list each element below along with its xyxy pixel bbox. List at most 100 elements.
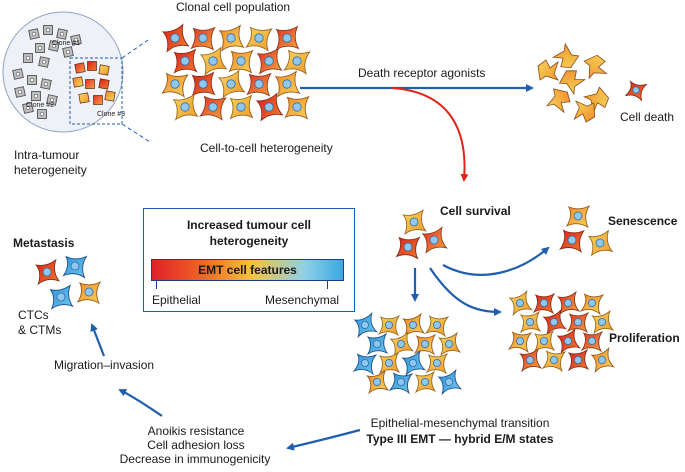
clonal-cell — [190, 26, 216, 51]
label-intra-tumour-1: Intra-tumour — [14, 148, 80, 162]
clone-nucleus — [45, 27, 51, 33]
clonal-cell — [256, 47, 283, 75]
clone-nucleus — [59, 31, 65, 37]
emt-cell — [402, 312, 426, 338]
intra-tumour-circle — [2, 11, 124, 133]
clone3-cell — [87, 61, 97, 71]
clonal-cell — [199, 95, 227, 121]
label-immunogenicity: Decrease in immunogenicity — [119, 452, 271, 466]
label-clonal-population: Clonal cell population — [176, 0, 291, 14]
survival-cell — [395, 236, 421, 260]
emt-cell — [366, 369, 390, 395]
proliferation-cell — [579, 293, 605, 316]
survival-arrow — [391, 87, 469, 182]
clone-nucleus — [73, 37, 79, 43]
proliferation-cell — [556, 327, 582, 355]
clone-nucleus — [43, 81, 49, 87]
clonal-cell — [228, 49, 254, 74]
clonal-cell — [191, 71, 216, 97]
legend-title-line2: heterogeneity — [209, 234, 289, 248]
emt-cell — [377, 314, 401, 337]
label-intra-tumour-2: heterogeneity — [14, 163, 87, 177]
clonal-cell — [161, 72, 189, 98]
clonal-cell — [172, 93, 199, 121]
label-cell-death: Cell death — [620, 110, 675, 124]
dead-cell — [582, 86, 610, 114]
clone-nucleus — [37, 45, 43, 51]
legend-bar-label: EMT cell features — [198, 263, 297, 277]
tick-mesenchymal — [327, 281, 328, 289]
colored-cells-group — [35, 23, 647, 396]
label-metastasis: Metastasis — [13, 236, 75, 250]
emt-cell — [388, 372, 414, 395]
emt-cell — [352, 353, 378, 376]
label-clone1: Clone #1 — [52, 40, 81, 47]
label-clone2: Clone #2 — [26, 102, 55, 109]
proliferation-cell — [567, 348, 590, 372]
proliferation-cell — [541, 350, 567, 373]
label-anoikis: Anoikis resistance — [147, 424, 245, 438]
clonal-cell — [283, 49, 311, 75]
proliferation-cell — [557, 290, 581, 316]
clone-nucleus — [17, 89, 23, 95]
clone-nucleus — [51, 43, 57, 49]
survival-cell — [421, 226, 448, 254]
dead-cell — [537, 59, 559, 81]
label-death-receptor: Death receptor agonists — [358, 66, 486, 80]
legend-title-line1: Increased tumour cell — [186, 218, 312, 232]
senescence-cell — [565, 205, 591, 229]
zoom-box — [69, 57, 123, 125]
clone-nucleus — [41, 59, 47, 65]
metastasis-cell — [76, 281, 102, 305]
legend-mesenchymal: Mesenchymal — [265, 293, 340, 307]
label-ctms: & CTMs — [18, 323, 62, 337]
label-emt-line1: Epithelial-mesenchymal transition — [370, 416, 550, 430]
proliferation-cell — [566, 311, 590, 334]
dead-cell — [558, 70, 587, 96]
proliferation-cell — [519, 310, 542, 334]
emt-cell — [366, 332, 389, 356]
zoom-line-bottom — [121, 123, 151, 143]
dead-cell — [551, 42, 580, 69]
clonal-cell — [255, 92, 284, 122]
anoikis-arrow — [286, 428, 361, 451]
dead-cell — [546, 88, 571, 114]
dead-cell — [573, 100, 596, 123]
clonal-cell — [274, 70, 301, 98]
clonal-cell — [284, 95, 310, 120]
emt-cell — [424, 315, 450, 338]
clone3-cell — [78, 92, 90, 104]
clonal-cell — [246, 72, 272, 97]
proliferation-cell — [591, 309, 615, 335]
survival-cell — [402, 208, 428, 236]
proliferation-cell — [580, 330, 604, 353]
label-cell-to-cell: Cell-to-cell heterogeneity — [200, 141, 333, 155]
metastasis-cell — [49, 284, 74, 310]
clone-nucleus — [25, 55, 31, 61]
clonal-cell — [161, 23, 190, 53]
clone-nucleus — [29, 77, 35, 83]
clone-nucleus — [49, 97, 55, 103]
clone-nucleus — [15, 71, 21, 77]
emt-cell — [353, 311, 379, 339]
clonal-cell — [199, 46, 228, 76]
clone3-cell — [104, 90, 116, 102]
label-proliferation: Proliferation — [609, 331, 680, 345]
emt-cell — [378, 351, 401, 375]
proliferation-cell — [590, 346, 616, 374]
label-migration: Migration–invasion — [54, 358, 155, 372]
proliferation-cell — [532, 292, 556, 315]
proliferation-arrow — [429, 267, 502, 316]
clone-nucleus — [31, 31, 37, 37]
proliferation-cell — [508, 289, 534, 317]
clone3-cell — [85, 79, 95, 89]
label-adhesion: Cell adhesion loss — [147, 438, 245, 452]
metastasis-arrow — [90, 323, 106, 357]
clone-nucleus — [25, 105, 31, 111]
clone3-cell — [72, 76, 84, 88]
senescence-arrow — [442, 246, 550, 276]
senescence-cell — [559, 229, 585, 253]
label-clone3: Clone #3 — [97, 111, 126, 118]
